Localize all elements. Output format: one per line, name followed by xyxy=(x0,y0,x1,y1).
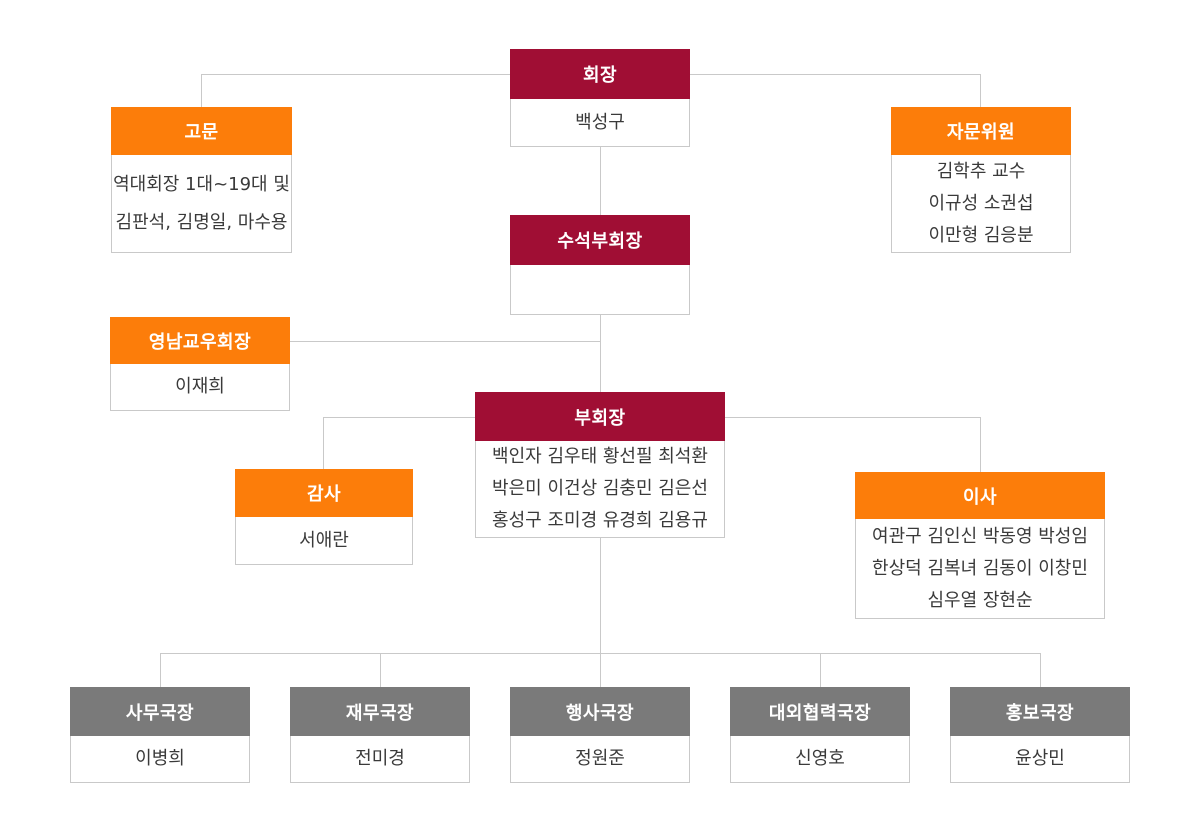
connector-line xyxy=(160,653,161,687)
member-name: 이만형 김응분 xyxy=(928,224,1034,246)
connector-line xyxy=(380,653,381,687)
finance-director-title: 재무국장 xyxy=(290,687,470,736)
connector-line xyxy=(323,417,475,418)
connector-line xyxy=(725,417,980,418)
senior-vice-chairman-title: 수석부회장 xyxy=(510,215,690,265)
connector-line xyxy=(323,417,324,469)
member-name: 박은미 이건상 김충민 김은선 xyxy=(492,478,708,499)
secretary-general-box: 사무국장 이병희 xyxy=(70,687,250,783)
connector-line xyxy=(980,74,981,107)
advisor-box: 고문 역대회장 1대~19대 및 김판석, 김명일, 마수용 xyxy=(111,107,292,253)
vice-chairman-box: 부회장 백인자 김우태 황선필 최석환 박은미 이건상 김충민 김은선 홍성구 … xyxy=(475,392,725,538)
yeongnam-alumni-chairman-title: 영남교우회장 xyxy=(110,317,290,364)
external-cooperation-director-title: 대외협력국장 xyxy=(730,687,910,736)
advisory-committee-title: 자문위원 xyxy=(891,107,1071,155)
member-name: 윤상민 xyxy=(1015,748,1065,769)
vice-chairman-title: 부회장 xyxy=(475,392,725,441)
member-name: 백성구 xyxy=(575,111,625,133)
member-name: 김학추 교수 xyxy=(936,160,1026,182)
member-name: 전미경 xyxy=(355,748,405,769)
secretary-general-title: 사무국장 xyxy=(70,687,250,736)
member-name: 이병희 xyxy=(135,748,185,769)
external-cooperation-director-box: 대외협력국장 신영호 xyxy=(730,687,910,783)
member-name: 이규성 소권섭 xyxy=(928,192,1034,214)
senior-vice-chairman-box: 수석부회장 xyxy=(510,215,690,315)
connector-line xyxy=(201,74,202,107)
events-director-title: 행사국장 xyxy=(510,687,690,736)
auditor-title: 감사 xyxy=(235,469,413,517)
connector-line xyxy=(820,653,821,687)
connector-line xyxy=(600,538,601,653)
connector-line xyxy=(600,653,601,687)
member-name: 홍성구 조미경 유경희 김용규 xyxy=(492,510,708,531)
connector-line xyxy=(600,315,601,392)
connector-line xyxy=(1040,653,1041,687)
connector-line xyxy=(980,417,981,472)
member-name: 심우열 장현순 xyxy=(927,589,1033,611)
directors-title: 이사 xyxy=(855,472,1105,519)
member-name: 이재희 xyxy=(175,376,225,397)
pr-director-box: 홍보국장 윤상민 xyxy=(950,687,1130,783)
member-name: 여관구 김인신 박동영 박성임 xyxy=(872,525,1088,547)
connector-line xyxy=(600,147,601,215)
chairman-box: 회장 백성구 xyxy=(510,49,690,147)
member-name: 역대회장 1대~19대 및 xyxy=(113,173,290,195)
directors-box: 이사 여관구 김인신 박동영 박성임 한상덕 김복녀 김동이 이창민 심우열 장… xyxy=(855,472,1105,619)
member-name: 서애란 xyxy=(299,529,349,551)
finance-director-box: 재무국장 전미경 xyxy=(290,687,470,783)
events-director-box: 행사국장 정원준 xyxy=(510,687,690,783)
pr-director-title: 홍보국장 xyxy=(950,687,1130,736)
member-name: 한상덕 김복녀 김동이 이창민 xyxy=(872,557,1088,579)
advisory-committee-box: 자문위원 김학추 교수 이규성 소권섭 이만형 김응분 xyxy=(891,107,1071,253)
member-name: 김판석, 김명일, 마수용 xyxy=(115,211,288,233)
member-name: 백인자 김우태 황선필 최석환 xyxy=(492,446,708,467)
member-name: 정원준 xyxy=(575,748,625,769)
auditor-box: 감사 서애란 xyxy=(235,469,413,565)
yeongnam-alumni-chairman-box: 영남교우회장 이재희 xyxy=(110,317,290,411)
connector-line xyxy=(290,341,600,342)
member-name: 신영호 xyxy=(795,748,845,769)
advisor-title: 고문 xyxy=(111,107,292,155)
chairman-title: 회장 xyxy=(510,49,690,99)
